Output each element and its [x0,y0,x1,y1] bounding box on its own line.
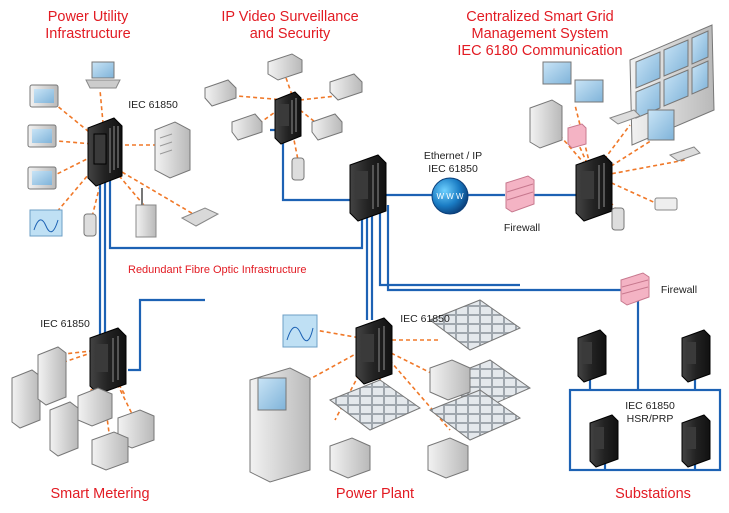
label-firewall-mid: Firewall [660,284,698,296]
control-cabinet-icon [249,367,311,483]
plant-waveform-icon [282,314,318,348]
solar-panel-icon [328,299,532,441]
battery-unit-icon [329,359,471,479]
label-iec-metering: IEC 61850 [40,318,90,330]
firewall-icon [505,175,650,306]
switch-substation-1 [577,329,607,383]
title-smart-metering: Smart Metering [50,486,150,502]
phone-icon [291,157,625,231]
title-ip-video: IP Video Surveillance and Security [221,9,359,42]
label-iec-hsr: IEC 61850 HSR/PRP [625,400,675,425]
switch-substation-3 [589,414,619,468]
server-rack-icon [154,121,191,179]
label-ethernet-ip: Ethernet / IP IEC 61850 [423,150,483,175]
switch-plant [355,317,393,385]
title-smart-grid: Centralized Smart Grid Management System… [457,9,623,59]
handheld-device-icon [83,207,220,237]
monitor-icon [27,84,59,190]
switch-metering [89,327,127,395]
switch-substation-2 [681,329,711,383]
label-iec-plant: IEC 61850 [400,313,450,325]
title-power-utility: Power Utility Infrastructure [45,9,131,42]
switch-substation-4 [681,414,711,468]
dashed-links [39,74,686,441]
switch-video [274,91,302,145]
desktop-workstation-icon [529,61,701,211]
switch-smart-grid [575,154,613,222]
title-power-plant: Power Plant [335,486,415,502]
meter-icon [11,346,155,471]
camera-icon [204,53,363,141]
waveform-monitor-icon [29,209,63,237]
laptop-icon [85,61,121,89]
label-iec-utility: IEC 61850 [128,99,178,111]
label-www: W W W [436,192,464,201]
title-substations: Substations [615,486,691,502]
switch-core [349,154,387,222]
label-redundant-fibre: Redundant Fibre Optic Infrastructure [128,264,307,276]
globe-icon [431,177,469,215]
switch-power-utility [87,117,123,187]
label-firewall-top: Firewall [503,222,541,234]
sensor-antenna-icon [135,188,157,238]
